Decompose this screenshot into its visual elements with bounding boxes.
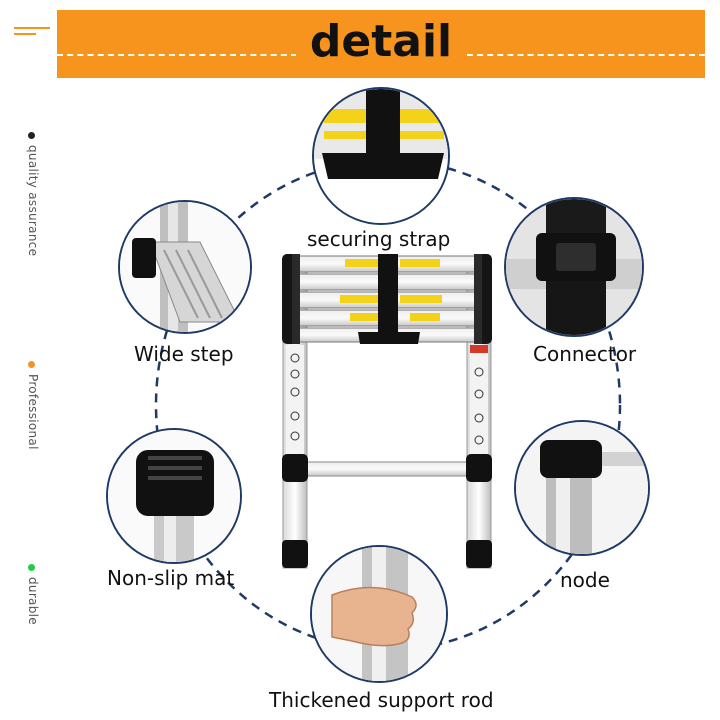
detail-circle-thickened-support-rod [310, 545, 448, 683]
detail-circle-node [514, 420, 650, 556]
side-dot-professional [28, 361, 35, 368]
banner-dash-left [57, 54, 297, 56]
detail-circle-connector [504, 197, 644, 337]
caption-thickened-support-rod: Thickened support rod [269, 688, 494, 712]
securing-strap-photo [314, 89, 448, 223]
caption-node: node [560, 568, 610, 592]
detail-circle-wide-step [118, 200, 252, 334]
caption-wide-step: Wide step [134, 342, 234, 366]
caption-connector: Connector [533, 342, 637, 366]
side-label-durable: durable [26, 577, 40, 625]
corner-accent-line [14, 27, 50, 29]
side-dot-durable [28, 564, 35, 571]
support-rod-photo [312, 547, 446, 681]
detail-circle-securing-strap [312, 87, 450, 225]
node-photo [516, 422, 648, 554]
wide-step-photo [120, 202, 250, 332]
caption-non-slip-mat: Non-slip mat [107, 566, 235, 590]
side-label-quality: quality assurance [26, 145, 40, 257]
non-slip-mat-photo [108, 430, 240, 562]
side-label-professional: Professional [26, 374, 40, 450]
detail-banner: detail [57, 10, 705, 78]
corner-accent-line [14, 33, 36, 35]
banner-title: detail [57, 16, 705, 67]
connector-photo [506, 199, 642, 335]
banner-dash-right [467, 54, 705, 56]
detail-circle-non-slip-mat [106, 428, 242, 564]
caption-securing-strap: securing strap [307, 227, 451, 251]
side-dot-quality [28, 132, 35, 139]
